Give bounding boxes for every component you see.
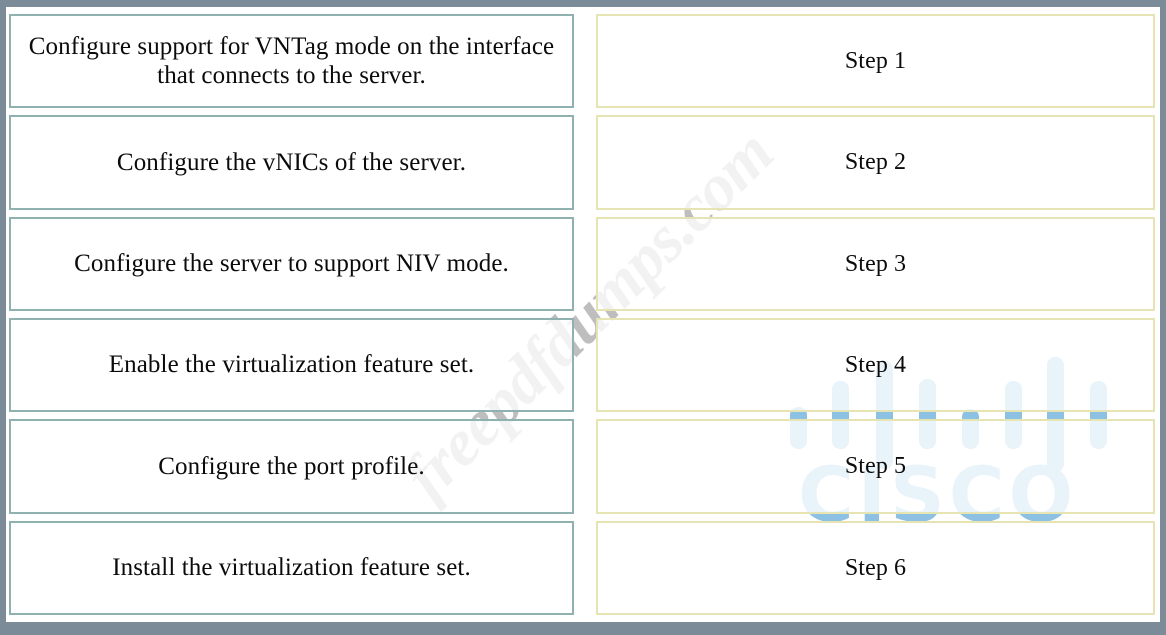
- step-slot-cell[interactable]: Step 6: [596, 520, 1155, 615]
- step-description-text: Configure the port profile.: [158, 452, 425, 480]
- step-description-cell[interactable]: Install the virtualization feature set.: [9, 520, 574, 615]
- step-slot-label: Step 6: [844, 554, 907, 581]
- step-description-cell[interactable]: Configure the server to support NIV mode…: [9, 216, 574, 311]
- matching-grid: Configure support for VNTag mode on the …: [6, 7, 1160, 622]
- step-description-text: Enable the virtualization feature set.: [108, 351, 475, 379]
- step-slot-label: Step 5: [844, 453, 907, 480]
- step-slot-label: Step 2: [844, 149, 907, 176]
- step-slot-label: Step 1: [844, 48, 907, 74]
- step-slot-cell[interactable]: Step 1: [596, 14, 1155, 109]
- step-description-text: Install the virtualization feature set.: [112, 554, 471, 582]
- step-description-cell[interactable]: Configure the port profile.: [9, 419, 574, 514]
- step-slot-label: Step 4: [844, 351, 907, 378]
- steps-column: Configure support for VNTag mode on the …: [6, 7, 574, 622]
- step-slot-cell[interactable]: Step 2: [596, 115, 1155, 210]
- step-description-text: Configure support for VNTag mode on the …: [28, 32, 555, 90]
- step-slot-cell[interactable]: Step 5: [596, 419, 1155, 514]
- step-description-cell[interactable]: Configure support for VNTag mode on the …: [9, 14, 574, 109]
- order-column: Step 1 Step 2 Step 3 Step 4 Step 5 Step …: [596, 7, 1160, 622]
- step-description-text: Configure the vNICs of the server.: [116, 148, 467, 176]
- step-slot-cell[interactable]: Step 4: [596, 317, 1155, 413]
- step-description-cell[interactable]: Configure the vNICs of the server.: [9, 115, 574, 210]
- column-divider: [574, 7, 596, 622]
- step-slot-label: Step 3: [844, 250, 907, 277]
- step-slot-cell[interactable]: Step 3: [596, 216, 1155, 311]
- step-description-cell[interactable]: Enable the virtualization feature set.: [9, 317, 574, 413]
- content-canvas: CISCO freepdfdumps.com Configure support…: [6, 7, 1160, 622]
- step-description-text: Configure the server to support NIV mode…: [74, 250, 509, 278]
